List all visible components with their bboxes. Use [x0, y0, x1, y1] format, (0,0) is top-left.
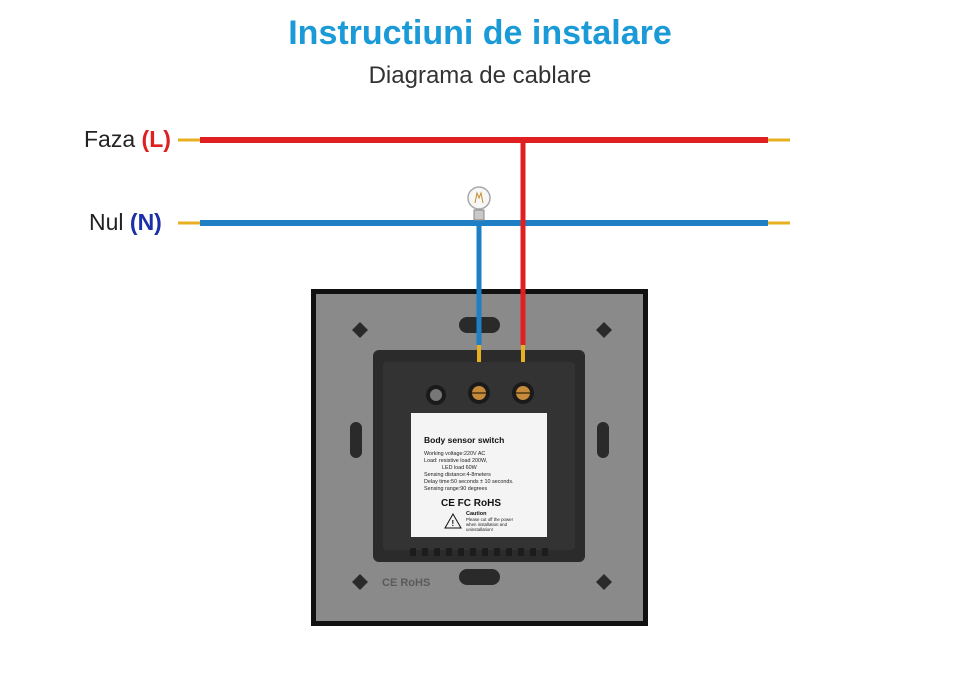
page-title: Instructiuni de instalare	[288, 14, 672, 52]
caution-line-3: uninstallation!	[466, 527, 493, 532]
spec-line-2: Load: resistive load 200W,	[424, 458, 488, 464]
svg-text:!: !	[452, 519, 455, 528]
neutral-wire-label: Nul (N)	[89, 209, 162, 236]
spec-line-6: Sensing range:90 degrees	[424, 486, 488, 492]
phase-label-text: Faza	[84, 126, 136, 152]
spec-line-5: Delay time:50 seconds ± 10 seconds.	[424, 479, 514, 485]
terminal-screws	[426, 382, 534, 405]
neutral-label-code: (N)	[129, 209, 162, 235]
lightbulb-icon	[467, 186, 491, 221]
caution-line-1: Please cut off the power	[466, 517, 514, 522]
phase-wire-label: Faza (L)	[84, 126, 171, 153]
page-subtitle: Diagrama de cablare	[368, 62, 592, 89]
neutral-label-text: Nul	[89, 209, 124, 235]
wire-ends	[178, 138, 790, 225]
caution-title: Caution	[466, 511, 487, 517]
caution-line-2: when installation and	[466, 522, 508, 527]
housing-marking: CE RoHS	[382, 577, 430, 589]
product-label-title: Body sensor switch	[424, 435, 504, 445]
product-label	[411, 413, 547, 537]
certification-marks: CE FC RoHS	[441, 498, 501, 509]
warning-icon: !	[444, 512, 462, 529]
spec-line-1: Working voltage:220V AC	[424, 451, 485, 457]
spec-line-4: Sensing distance:4-8meters	[424, 472, 491, 478]
module-teeth	[410, 548, 548, 556]
phase-label-code: (L)	[141, 126, 171, 152]
spec-line-3: LED load 60W	[442, 465, 478, 471]
